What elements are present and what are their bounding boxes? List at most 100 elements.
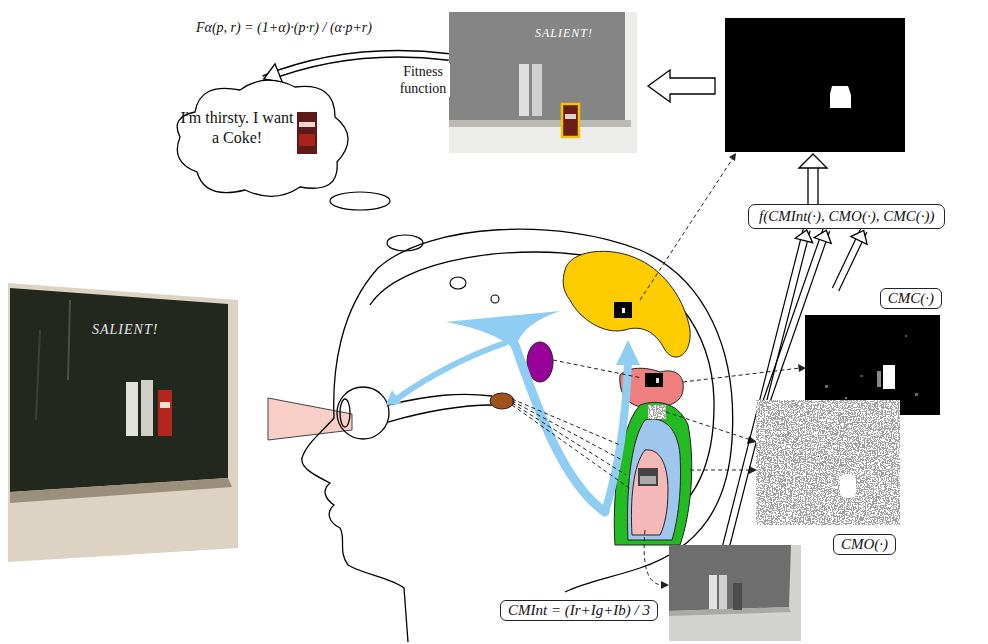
illustration-part	[490, 393, 514, 409]
orientation-map-image	[756, 400, 900, 525]
illustration-part	[640, 476, 656, 484]
illustration-part	[798, 364, 806, 372]
illustration-part	[669, 607, 791, 616]
pathway-head	[616, 340, 640, 365]
illustration-part	[126, 382, 138, 436]
illustration-part	[10, 288, 228, 492]
connector	[832, 229, 867, 291]
illustration-part	[330, 192, 390, 210]
illustration-part	[512, 405, 632, 490]
illustration-part	[725, 18, 905, 152]
illustration-part	[299, 134, 315, 146]
illustration-part	[840, 474, 856, 498]
illustration-part	[299, 122, 315, 127]
illustration-part	[563, 251, 690, 357]
pathway-head	[386, 390, 402, 405]
illustration-part	[915, 393, 918, 396]
illustration-part	[817, 168, 818, 204]
illustration-part	[683, 368, 800, 382]
illustration-part	[614, 302, 632, 318]
illustration-part	[644, 530, 663, 585]
illustration-part	[622, 308, 625, 313]
illustration-part	[68, 300, 70, 380]
illustration-part	[807, 168, 808, 204]
illustration-part	[512, 403, 626, 475]
illustration-part	[661, 581, 669, 589]
illustration-part	[799, 154, 827, 168]
illustration-part	[387, 235, 423, 251]
illustration-part	[640, 158, 733, 300]
illustration-part	[709, 575, 717, 609]
fitness-formula: Fα(p, r) = (1+α)·(p·r) / (α·p+r)	[196, 20, 372, 36]
illustration-part	[450, 277, 466, 289]
illustration-part	[669, 545, 791, 611]
illustration-part	[36, 330, 40, 420]
map-label: CMO(·)	[833, 534, 896, 555]
illustration-part	[491, 295, 499, 303]
illustration-part	[845, 397, 847, 399]
illustration-part	[825, 385, 828, 388]
scene-photo	[8, 283, 238, 562]
brain-regions	[490, 251, 692, 545]
illustration-part	[553, 360, 642, 378]
illustration-part	[160, 402, 170, 408]
illustration-part	[883, 365, 895, 389]
pathways	[398, 343, 628, 512]
orientation-map-group: CMO(·)	[756, 400, 902, 562]
illustration-part	[631, 450, 668, 535]
illustration-part	[733, 583, 742, 610]
illustration-part	[515, 345, 605, 512]
map-label: CMInt = (Ir+Ig+Ib) / 3	[500, 600, 658, 621]
inner-bubbles	[450, 277, 499, 303]
illustration-part	[449, 12, 637, 153]
illustration-part	[565, 114, 576, 119]
illustration-part	[340, 399, 350, 427]
illustration-part	[297, 112, 317, 154]
illustration-part	[158, 390, 172, 436]
hollow-arrow	[648, 70, 715, 102]
illustration-part	[666, 412, 751, 440]
illustration-part	[562, 104, 579, 137]
region-thumbnails	[614, 302, 666, 486]
illustration-part	[519, 64, 529, 116]
combination-box: f(CMInt(·), CMO(·), CMC(·))	[748, 204, 945, 229]
illustration-part	[638, 468, 658, 486]
illustration-part	[605, 362, 628, 512]
chalk-writing: SALIENT!	[92, 322, 158, 338]
illustration-part	[877, 371, 881, 387]
illustration-part	[302, 229, 733, 642]
edge-label: Fitness function	[396, 63, 450, 97]
arrow-head	[795, 230, 813, 243]
salient-photo: SALIENT!	[449, 12, 637, 153]
intensity-map-group: CMInt = (Ir+Ig+Ib) / 3	[500, 545, 801, 641]
intensity-map-image	[669, 545, 801, 641]
illustration-part	[645, 373, 663, 387]
light-cone	[268, 398, 352, 440]
illustration-part	[669, 545, 801, 641]
illustration-part	[10, 478, 232, 503]
illustration-part	[628, 419, 681, 540]
illustration-part	[177, 80, 348, 196]
combination-formula: f(CMInt(·), CMO(·), CMC(·))	[759, 208, 934, 225]
illustration-part	[512, 399, 620, 445]
illustration-part	[656, 378, 659, 383]
map-label: CMC(·)	[880, 288, 942, 309]
saliency-mask	[725, 18, 905, 152]
illustration-part	[729, 153, 736, 161]
color-map-group: CMC(·)	[805, 288, 942, 416]
illustration-part	[830, 86, 851, 108]
illustration-part	[449, 120, 631, 127]
illustration-part	[8, 283, 238, 562]
illustration-part	[398, 343, 505, 398]
head-outline	[302, 229, 733, 642]
arrow-head	[814, 230, 831, 243]
illustration-part	[512, 401, 622, 460]
illustration-part	[141, 380, 153, 436]
thought-text: I'm thirsty. I want a Coke!	[179, 108, 295, 148]
illustration-part	[449, 12, 625, 120]
illustration-part	[648, 405, 666, 419]
illustration-part	[905, 335, 907, 337]
illustration-part	[337, 387, 389, 439]
